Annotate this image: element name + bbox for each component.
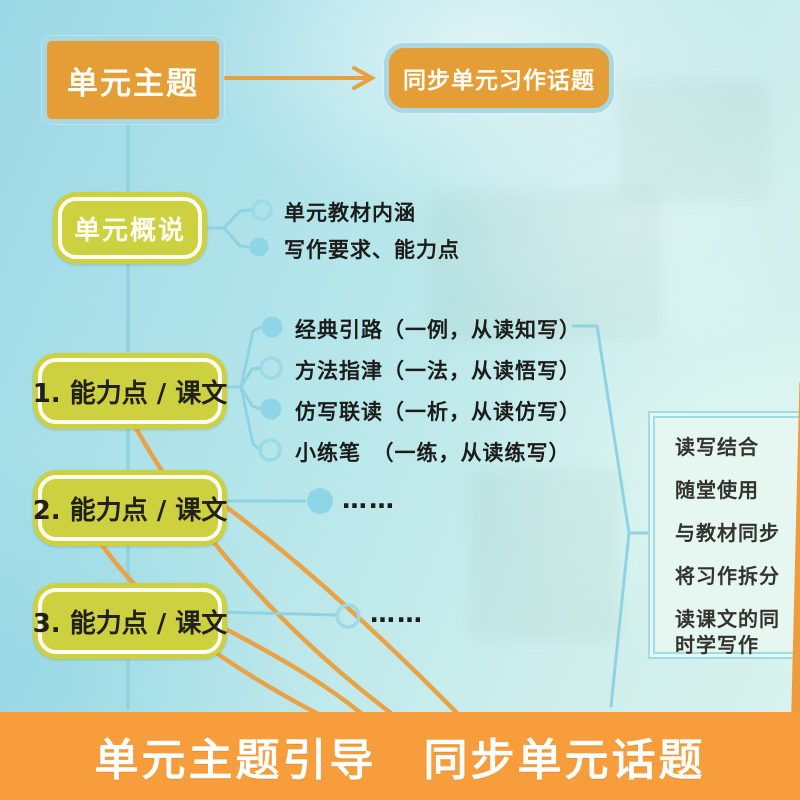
benefit-line: 随堂使用 (675, 478, 759, 502)
section3-box: 3. 能力点 / 课文 (33, 583, 227, 659)
benefits-panel-inner: 读写结合 随堂使用 与教材同步 将习作拆分 读课文的同时学写作 (653, 416, 800, 657)
unit-theme-label: 单元主题 (67, 65, 199, 102)
banner-caption: 单元主题引导 同步单元话题 (94, 735, 706, 786)
section1-box: 1. 能力点 / 课文 (33, 353, 227, 429)
bleedthrough-smudge (470, 470, 620, 640)
section1-label: 1. 能力点 / 课文 (33, 358, 227, 424)
overview-item: 写作要求、能力点 (284, 238, 460, 262)
section1-fork (215, 325, 263, 452)
section1-item: 经典引路（一例，从读知写） (295, 318, 581, 342)
bullet-hollow (259, 356, 283, 380)
bullet-hollow (335, 603, 361, 629)
sync-topic-box: 同步单元习作话题 (384, 43, 614, 113)
section2-ellipsis: …… (342, 485, 396, 514)
bullet-filled (307, 488, 333, 514)
unit-overview-box: 单元概说 (53, 192, 207, 264)
bottom-banner: 单元主题引导 同步单元话题 (0, 712, 800, 800)
bullet-hollow (258, 438, 282, 462)
bleedthrough-smudge (430, 190, 660, 340)
bullet-filled (261, 316, 283, 338)
section1-item: 方法指津（一法，从读悟写） (295, 359, 581, 383)
benefit-line: 读写结合 (675, 435, 759, 459)
arrow-root-to-sync (219, 66, 377, 90)
section3-connector (216, 610, 337, 617)
orange-swoosh-curves (97, 416, 461, 717)
section3-ellipsis: …… (370, 599, 424, 628)
benefits-bracket (571, 324, 649, 708)
unit-theme-box: 单元主题 (42, 36, 224, 124)
bullet-filled (260, 398, 282, 420)
section2-box: 2. 能力点 / 课文 (33, 470, 227, 546)
page-edge-wedge (791, 382, 800, 712)
bleedthrough-smudge (620, 80, 770, 200)
section1-item: 仿写联读（一析，从读仿写） (295, 400, 581, 424)
sync-topic-label: 同步单元习作话题 (403, 68, 595, 94)
unit-overview-label: 单元概说 (58, 197, 202, 259)
section3-label: 3. 能力点 / 课文 (33, 588, 227, 654)
section1-item: 小练笔 （一练，从读练写） (295, 441, 571, 465)
benefit-line: 将习作拆分 (675, 564, 780, 588)
benefit-line: 与教材同步 (675, 521, 780, 545)
benefit-line: 读课文的同时学写作 (675, 607, 780, 657)
bullet-filled (249, 237, 269, 257)
bullet-hollow (251, 199, 273, 221)
benefits-panel: 读写结合 随堂使用 与教材同步 将习作拆分 读课文的同时学写作 (648, 411, 800, 659)
overview-item: 单元教材内涵 (284, 201, 416, 225)
section2-label: 2. 能力点 / 课文 (33, 475, 227, 541)
